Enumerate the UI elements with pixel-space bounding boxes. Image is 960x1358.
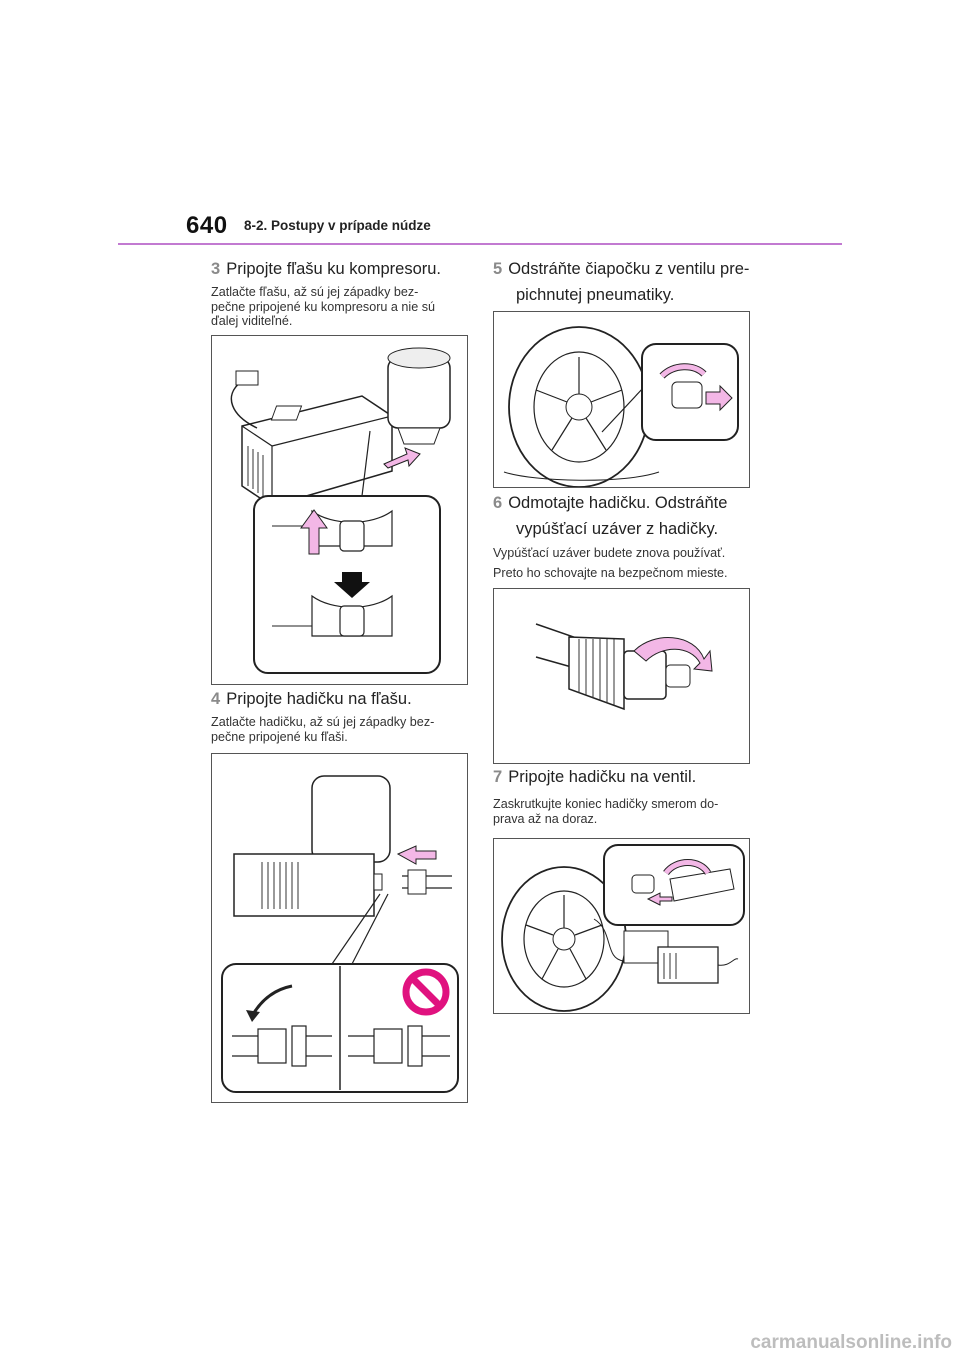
note-line: prava až na doraz. <box>493 811 598 826</box>
note-line: Zaskrutkujte koniec hadičky smerom do- <box>493 797 719 811</box>
figure-step-7 <box>493 838 750 1014</box>
step-6-title: 6 Odmotajte hadičku. Odstráňte vypúšťací … <box>493 490 727 542</box>
note-line: Zatlačte hadičku, až sú jej západky bez- <box>211 715 435 729</box>
step-3-note: Zatlačte fľašu, až sú jej západky bez- p… <box>211 285 435 329</box>
header-divider <box>118 243 842 245</box>
step-3-title: 3 Pripojte fľašu ku kompresoru. <box>211 256 441 282</box>
step-6-text-line-1: Odmotajte hadičku. Odstráňte <box>508 494 728 512</box>
step-7-note: Zaskrutkujte koniec hadičky smerom do- p… <box>493 797 718 826</box>
step-6-number: 6 <box>493 494 503 512</box>
figure-step-3 <box>211 335 468 685</box>
note-line: ďalej viditeľné. <box>211 314 293 328</box>
step-3-number: 3 <box>211 260 221 278</box>
note-line: pečne pripojené ku fľaši. <box>211 729 348 744</box>
step-7-number: 7 <box>493 768 503 786</box>
figure-step-4 <box>211 753 468 1103</box>
step-4-title: 4 Pripojte hadičku na fľašu. <box>211 686 412 712</box>
step-6-note: Vypúšťací uzáver budete znova používať. … <box>493 543 728 583</box>
watermark: carmanualsonline.info <box>750 1332 952 1353</box>
figure-step-5 <box>493 311 750 488</box>
step-5-number: 5 <box>493 260 503 278</box>
note-line: pečne pripojené ku kompresoru a nie sú <box>211 299 436 314</box>
note-line: Zatlačte fľašu, až sú jej západky bez- <box>211 285 419 299</box>
step-3-text: Pripojte fľašu ku kompresoru. <box>226 260 442 278</box>
step-7-text: Pripojte hadičku na ventil. <box>508 768 697 786</box>
note-line: Vypúšťací uzáver budete znova používať. <box>493 546 726 560</box>
step-4-text: Pripojte hadičku na fľašu. <box>226 690 412 708</box>
note-line: Preto ho schovajte na bezpečnom mieste. <box>493 566 728 580</box>
step-5-text-line-1: Odstráňte čiapočku z ventilu pre- <box>508 260 750 278</box>
step-5-title: 5 Odstráňte čiapočku z ventilu pre- pichn… <box>493 256 749 308</box>
figure-step-6 <box>493 588 750 764</box>
step-4-number: 4 <box>211 690 221 708</box>
section-title: 8-2. Postupy v prípade núdze <box>244 218 431 233</box>
step-7-title: 7 Pripojte hadičku na ventil. <box>493 764 696 790</box>
page-number: 640 <box>186 212 228 239</box>
step-5-text-line-2: pichnutej pneumatiky. <box>516 286 675 304</box>
step-4-note: Zatlačte hadičku, až sú jej západky bez-… <box>211 715 434 744</box>
step-6-text-line-2: vypúšťací uzáver z hadičky. <box>516 520 719 538</box>
